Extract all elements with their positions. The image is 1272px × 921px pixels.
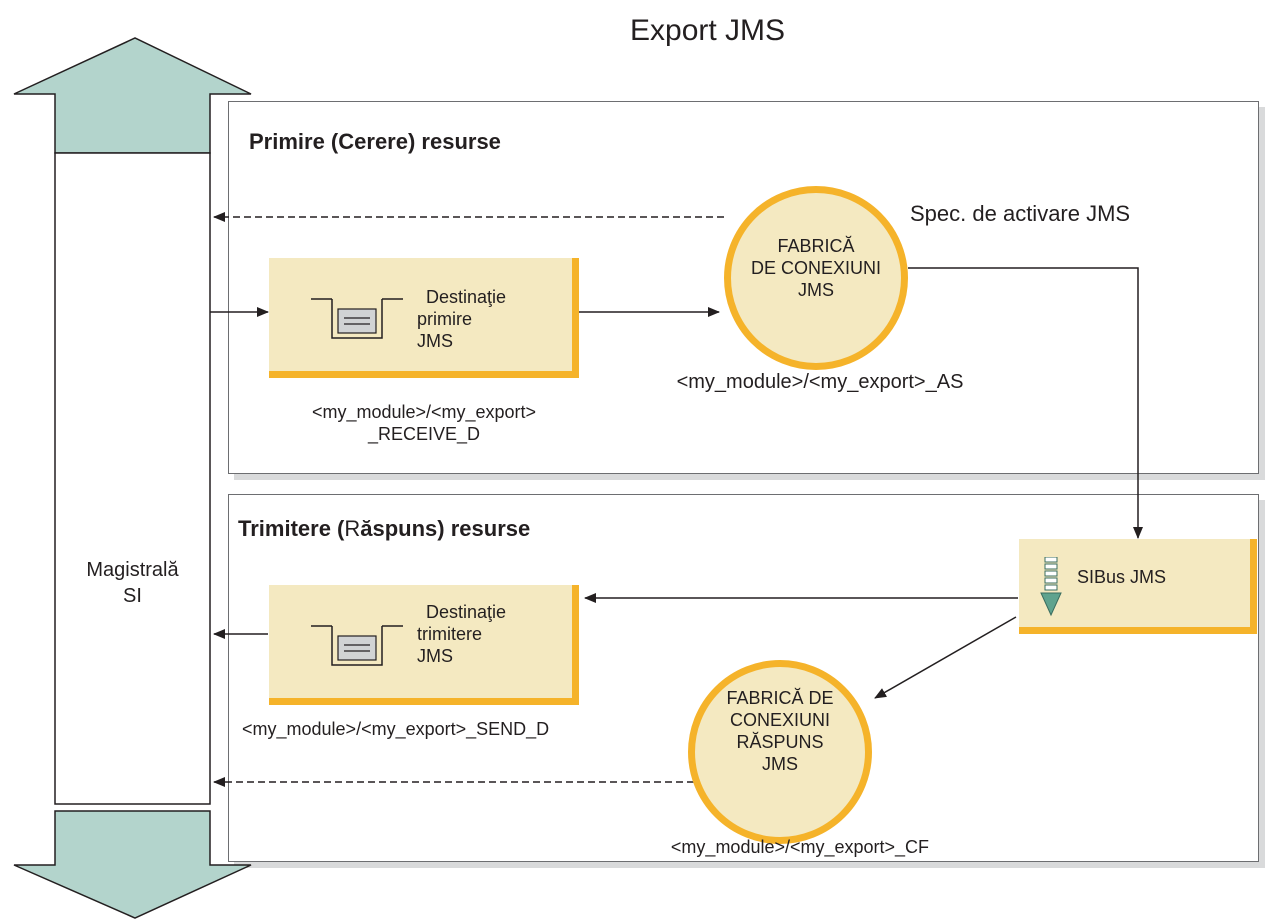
si-bus-label-line1: Magistrală [86,559,179,581]
send-section-title: Trimitere (Răspuns) resurse [238,516,530,542]
send-title-part2: R [344,516,361,541]
bus-arrow-head-down [13,810,252,919]
response-factory-line1: FABRICĂ DE [726,688,834,708]
receive-destination-name-line1: <my_module>/<my_export> [311,402,537,422]
response-factory-name: <my_module>/<my_export>_CF [670,837,930,857]
receive-destination-name: <my_module>/<my_export> _RECEIVE_D [244,401,604,445]
receive-destination-line3: JMS [417,331,453,351]
si-bus-label: Magistrală SI [55,557,210,609]
send-title-part3: ăspuns) resurse [360,516,531,541]
send-title-part1: Trimitere ( [238,516,345,541]
sibus-jms-label: SIBus JMS [1077,567,1167,587]
response-factory-line4: JMS [762,754,798,774]
receive-destination-name-line2: _RECEIVE_D [367,424,481,444]
sibus-arrow-icon [1040,557,1062,617]
receive-connection-factory: FABRICĂ DE CONEXIUNI JMS [724,186,908,370]
diagram-title: Export JMS [630,14,786,47]
sibus-jms-box: SIBus JMS [1019,539,1257,634]
si-bus-arrow [13,37,252,919]
send-destination-label: Destinaţie trimitere JMS [417,601,506,667]
receive-destination-box: Destinaţie primire JMS [269,258,579,378]
bus-body [54,152,211,805]
send-destination-line3: JMS [417,646,453,666]
activation-spec-label: Spec. de activare JMS [910,201,1131,226]
connector-factory-to-sibus [908,267,1143,539]
response-connection-factory: FABRICĂ DE CONEXIUNI RĂSPUNS JMS [688,660,872,844]
receive-factory-line2: DE CONEXIUNI [750,258,882,278]
send-destination-line2: trimitere [417,624,483,644]
receive-destination-line2: primire [417,309,473,329]
receive-factory-line3: JMS [798,280,834,300]
queue-icon [311,298,403,339]
receive-factory-line1: FABRICĂ [777,236,855,256]
receive-destination-label: Destinaţie primire JMS [417,286,506,352]
send-destination-box: Destinaţie trimitere JMS [269,585,579,705]
connector-sibus-to-response-factory [874,616,1017,699]
send-destination-line1: Destinaţie [426,602,507,622]
receive-factory-name: <my_module>/<my_export>_AS [676,371,964,393]
si-bus-label-line2: SI [123,585,142,607]
receive-destination-line1: Destinaţie [426,287,507,307]
response-factory-line2: CONEXIUNI [729,710,830,730]
bus-arrow-head-up [13,37,252,154]
send-destination-name: <my_module>/<my_export>_SEND_D [242,719,550,739]
response-factory-line3: RĂSPUNS [736,732,824,752]
queue-icon [311,625,403,666]
receive-section-title: Primire (Cerere) resurse [249,129,501,154]
